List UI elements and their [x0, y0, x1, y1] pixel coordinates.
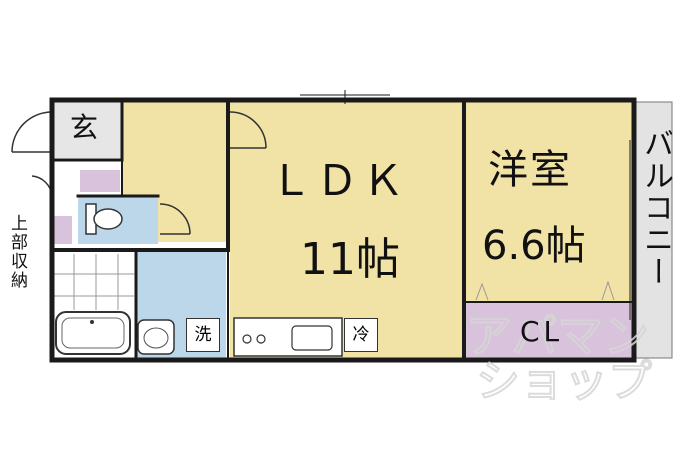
entrance-label: 玄: [70, 111, 99, 144]
closet-label: CL: [520, 315, 564, 348]
bath-tile-grid: [52, 254, 134, 310]
shoe-storage: [80, 170, 120, 192]
sink: [291, 325, 333, 351]
balcony-label: バルコニー: [638, 128, 673, 288]
entrance-floor: [52, 102, 122, 158]
western-room-name-label: 洋室: [488, 147, 572, 193]
watermark-line1: アパマン: [466, 309, 649, 363]
closet-hanger-marks: [475, 280, 615, 301]
fridge-label: 冷: [344, 318, 378, 352]
western-room-floor: [466, 102, 632, 302]
closet-floor: [466, 302, 632, 358]
ldk-floor: [230, 102, 462, 358]
watermark-line2: ショップ: [476, 356, 652, 407]
balcony-floor: [635, 101, 673, 359]
toilet-fixture: [85, 203, 123, 235]
ldk-size-label: 11帖: [300, 234, 400, 285]
upper-storage-label: 上部収納: [7, 214, 27, 290]
ldk-name-label: ＬＤＫ: [270, 156, 409, 205]
stove-burners: [242, 334, 266, 344]
washer-label: 洗: [186, 318, 220, 352]
watermark: アパマン ショップ: [465, 308, 653, 408]
western-room-size-label: 6.6帖: [482, 223, 586, 269]
windows: [300, 90, 631, 320]
upper-storage-box: [52, 216, 72, 244]
bathtub: [55, 311, 131, 355]
wash-basin: [137, 319, 175, 355]
walls: [49, 97, 637, 363]
